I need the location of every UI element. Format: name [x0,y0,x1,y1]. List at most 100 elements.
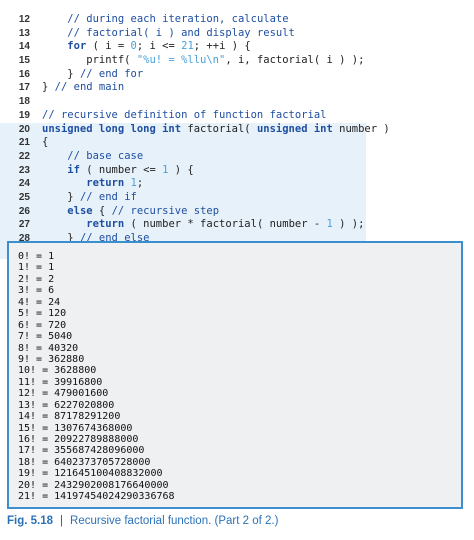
output-line: 5! = 120 [18,308,67,320]
code-line: 26 else { // recursive step [0,204,366,219]
code-literal: 0 [130,40,137,53]
caption-separator: | [60,515,64,527]
code-token: } [42,232,80,244]
code-comment: // during each iteration, calculate [67,13,289,25]
line-number: 28 [18,233,30,244]
code-comment: // recursive definition of function fact… [42,108,327,121]
line-number: 15 [18,55,30,67]
line-number: 23 [18,164,30,176]
output-line: 19! = 121645100408832000 [18,468,163,480]
code-line: 15 printf( "%u! = %llu\n", i, factorial(… [0,54,474,68]
code-text: return ( number * factorial( number - 1 … [42,218,364,232]
code-token: number ) [332,122,390,135]
code-comment: // end main [54,81,125,94]
line-number: 19 [18,109,30,121]
code-line: 19 // recursive definition of function fa… [0,109,474,123]
code-text: printf( "%u! = %llu\n", i, factorial( i … [42,54,364,68]
code-text: return 1; [42,177,143,191]
code-token: } [42,190,80,203]
code-text: unsigned long long int factorial( unsign… [42,123,390,137]
code-text: if ( number <= 1 ) { [42,163,194,178]
output-line: 15! = 1307674368000 [18,422,133,434]
output-line: 4! = 24 [18,296,61,308]
code-text: // during each iteration, calculate [42,13,289,27]
output-line: 21! = 14197454024290336768 [18,491,175,503]
code-comment: // factorial( i ) and display result [67,26,295,39]
code-keyword: return [86,177,125,190]
code-keyword: if [67,163,80,176]
code-line: 16 } // end for [0,68,474,82]
code-literal: 1 [130,177,137,190]
code-line: 14 for ( i = 0; i <= 21; ++i ) { [0,40,474,54]
code-literal: 1 [326,218,333,231]
code-token: ( number * factorial( number - [124,218,327,231]
line-number: 20 [18,123,30,135]
output-line: 12! = 479001600 [18,388,109,400]
code-token: ) ); [332,218,365,231]
code-text: } // end main [42,81,124,95]
code-token: { [42,136,49,149]
code-line: 17} // end main [0,81,474,95]
code-token: ( number <= [79,163,163,176]
line-number: 17 [18,82,30,94]
code-token: } [42,81,55,94]
code-text: // base case [42,150,143,164]
code-comment: // end if [79,190,137,203]
output-line: 17! = 355687428096000 [18,445,145,457]
code-line: 12 // during each iteration, calculate [0,13,474,27]
code-line: 21 { [0,136,366,150]
output-line: 7! = 5040 [18,331,73,343]
code-text: } // end for [42,68,143,82]
code-comment: // base case [67,149,144,162]
figure-caption-text: Recursive factorial function. (Part 2 of… [70,515,279,527]
code-text: else { // recursive step [42,205,219,219]
code-token [42,177,86,189]
line-number: 13 [18,27,30,39]
code-token [42,40,67,52]
line-number: 24 [18,178,30,190]
code-text: // recursive definition of function fact… [42,109,326,123]
code-token: } [42,67,80,80]
code-literal: 1 [162,163,169,176]
code-literal: 21 [181,40,194,53]
code-line: 24 return 1; [0,177,366,191]
code-line: 13 // factorial( i ) and display result [0,27,474,41]
code-token: , i, factorial( i ) ); [225,54,365,67]
figure-caption: Fig. 5.18|Recursive factorial function. … [7,515,278,527]
code-text: for ( i = 0; i <= 21; ++i ) { [42,40,250,54]
code-token: ) { [168,163,194,176]
code-token: printf( [42,54,137,67]
line-number: 21 [18,137,30,149]
output-line: 20! = 2432902008176640000 [18,479,169,491]
code-line: 23 if ( number <= 1 ) { [0,163,366,178]
output-line: 14! = 87178291200 [18,411,121,423]
code-comment: // recursive step [111,204,220,217]
output-line: 8! = 40320 [18,342,79,354]
line-number: 18 [18,96,30,108]
code-token: ; i <= [136,40,182,53]
output-line: 9! = 362880 [18,353,85,365]
output-line: 13! = 6227020800 [18,399,115,411]
output-line: 11! = 39916800 [18,376,103,388]
output-line: 3! = 6 [18,285,55,297]
line-number: 16 [18,68,30,80]
code-text: } // end if [42,191,137,205]
code-keyword: return [86,218,125,231]
code-token [42,13,67,25]
code-line: 20 unsigned long long int factorial( unsi… [0,122,390,137]
code-text: { [42,136,48,150]
code-line: 27 return ( number * factorial( number -… [0,218,366,232]
code-token: factorial( [181,122,257,135]
code-literal: "%u! = %llu\n" [136,54,226,67]
code-token [42,218,86,230]
line-number: 27 [18,219,30,231]
output-line: 6! = 720 [18,319,67,331]
code-keyword: for [67,40,87,53]
output-line: 2! = 2 [18,273,55,285]
code-comment: // end for [79,67,144,80]
code-keyword: else [67,204,93,217]
code-token: ( i = [86,40,131,53]
code-text: // factorial( i ) and display result [42,27,295,41]
